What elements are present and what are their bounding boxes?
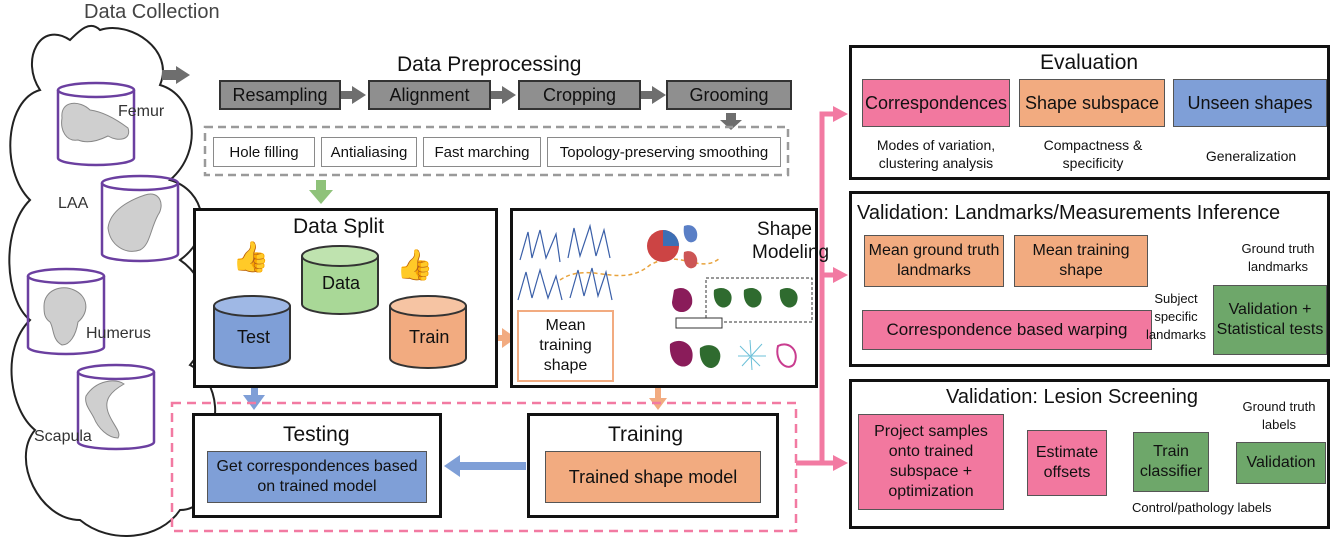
step-box: Grooming [666, 80, 792, 110]
eval-box: Unseen shapes [1173, 79, 1327, 127]
landmarks-title: Validation: Landmarks/Measurements Infer… [857, 202, 1281, 224]
shape-modeling-title: Shape Modeling [752, 219, 830, 263]
lesion-validation-box: Validation [1236, 442, 1326, 484]
data-split-title: Data Split [293, 215, 385, 238]
evaluation-title: Evaluation [1040, 51, 1139, 74]
sample-label: Femur [118, 103, 165, 120]
eval-caption: Compactness & specificity [1043, 137, 1143, 171]
eval-box: Correspondences [862, 79, 1010, 127]
sample-label: Scapula [34, 428, 92, 445]
eval-caption: Modes of variation, clustering analysis [876, 137, 996, 171]
testing-title: Testing [283, 423, 350, 446]
training-box: Trained shape model [545, 451, 761, 503]
grooming-dashed-box [203, 125, 790, 177]
grooming-op: Antialiasing [321, 137, 417, 167]
grooming-op: Hole filling [213, 137, 315, 167]
eval-box: Shape subspace [1019, 79, 1165, 127]
sample-label: Humerus [86, 325, 151, 342]
sample-label: LAA [58, 195, 89, 212]
training-title: Training [608, 423, 684, 446]
cylinder-icon [26, 81, 180, 451]
gt-labels-label: Ground truth labels [1242, 399, 1316, 432]
gt-landmarks-box: Mean ground truth landmarks [864, 235, 1004, 287]
coin-flip-hand-icon: 👍 [396, 249, 434, 282]
grooming-op: Fast marching [423, 137, 541, 167]
eval-caption: Generalization [1205, 148, 1297, 164]
train-classifier-box: Train classifier [1133, 432, 1209, 492]
control-labels-label: Control/pathology labels [1132, 500, 1272, 515]
step-box: Resampling [219, 80, 341, 110]
grooming-op: Topology-preserving smoothing [547, 137, 781, 167]
testing-box: Get correspondences based on trained mod… [207, 451, 427, 503]
test-cylinder-label: Test [237, 327, 271, 347]
gt-landmarks-label: Ground truth landmarks [1241, 241, 1315, 274]
coin-flip-hand-icon: 👍 [232, 241, 270, 274]
warping-box: Correspondence based warping [862, 310, 1152, 350]
training-dashed-box [170, 401, 798, 533]
project-samples-box: Project samples onto trained subspace + … [858, 414, 1004, 510]
step-box: Alignment [368, 80, 491, 110]
landmarks-validation-box: Validation + Statistical tests [1213, 285, 1327, 355]
step-box: Cropping [518, 80, 641, 110]
mean-training-shape-box: Mean training shape [517, 310, 614, 382]
bone-mesh-icon [43, 102, 162, 439]
data-cylinder-label: Data [322, 273, 361, 293]
mean-shape-box: Mean training shape [1014, 235, 1148, 287]
subject-landmarks-label: Subject specific landmarks [1146, 291, 1206, 342]
estimate-offsets-box: Estimate offsets [1027, 430, 1107, 496]
lesion-title: Validation: Lesion Screening [946, 386, 1199, 408]
collection-title: Data Collection [84, 1, 220, 23]
preprocessing-title: Data Preprocessing [397, 53, 582, 76]
train-cylinder-label: Train [409, 327, 450, 347]
